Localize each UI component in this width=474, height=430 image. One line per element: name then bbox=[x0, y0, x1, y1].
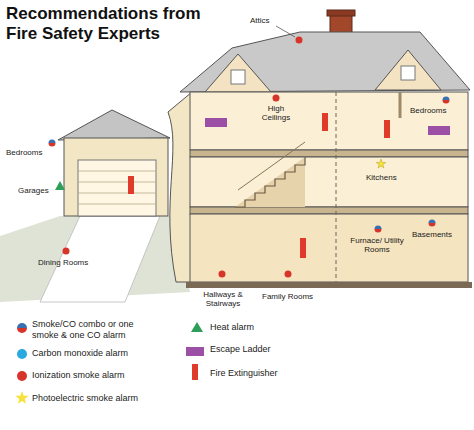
room-label: Basements bbox=[412, 230, 452, 239]
ionization-alarms bbox=[63, 37, 303, 278]
cutaway-line bbox=[336, 92, 337, 282]
garage-roof bbox=[58, 110, 170, 140]
room-label: Furnace/ Utility Rooms bbox=[350, 236, 404, 254]
legend-swatch bbox=[190, 321, 210, 339]
room-label: Hallways & Stairways bbox=[200, 290, 246, 308]
room-label: Garages bbox=[18, 186, 49, 195]
stair-railing bbox=[238, 142, 305, 190]
legend-text: Fire Extinguisher bbox=[210, 368, 330, 379]
foundation bbox=[186, 282, 472, 288]
photoelectric-alarm bbox=[376, 159, 386, 168]
heat-alarm bbox=[55, 181, 65, 190]
legend-text: Escape Ladder bbox=[210, 344, 330, 355]
floor-slab bbox=[190, 150, 468, 157]
diagram-title: Recommendations from Fire Safety Experts bbox=[6, 4, 218, 44]
floor-slab bbox=[190, 207, 468, 214]
room-label: Kitchens bbox=[366, 173, 397, 182]
legend-swatch bbox=[186, 345, 206, 363]
chimney-cap bbox=[327, 10, 355, 16]
room-label: Family Rooms bbox=[262, 292, 313, 301]
combo-alarms bbox=[49, 97, 450, 233]
legend-text: Heat alarm bbox=[210, 322, 330, 333]
legend-text: Photoelectric smoke alarm bbox=[32, 393, 172, 404]
roof bbox=[180, 32, 470, 92]
stairs bbox=[235, 157, 305, 207]
legend-text: Ionization smoke alarm bbox=[32, 370, 172, 381]
stair-side bbox=[235, 157, 305, 207]
right-gable bbox=[375, 50, 441, 90]
left-gable bbox=[205, 54, 271, 92]
legend-swatch bbox=[192, 364, 212, 382]
gable-window bbox=[231, 70, 245, 84]
garage-door-panels bbox=[78, 171, 156, 204]
room-label: Bedrooms bbox=[410, 106, 446, 115]
house-side-wall bbox=[168, 92, 192, 282]
legend-text: Carbon monoxide alarm bbox=[32, 348, 172, 359]
upper-floor bbox=[190, 92, 468, 150]
legend-text: Smoke/CO combo or one smoke & one CO ala… bbox=[32, 319, 157, 341]
room-label: High Ceilings bbox=[256, 104, 296, 122]
lower-floor bbox=[190, 214, 468, 282]
room-label: Bedrooms bbox=[6, 148, 42, 157]
leader-line bbox=[276, 26, 295, 37]
garage-wall bbox=[64, 138, 168, 216]
room-label: Attics bbox=[250, 16, 270, 25]
room-label: Dining Rooms bbox=[38, 258, 88, 267]
garage-door bbox=[78, 160, 156, 216]
lawn bbox=[0, 216, 190, 302]
gable-window bbox=[401, 66, 415, 80]
bedroom-wall bbox=[399, 92, 402, 118]
main-floor bbox=[190, 157, 468, 207]
